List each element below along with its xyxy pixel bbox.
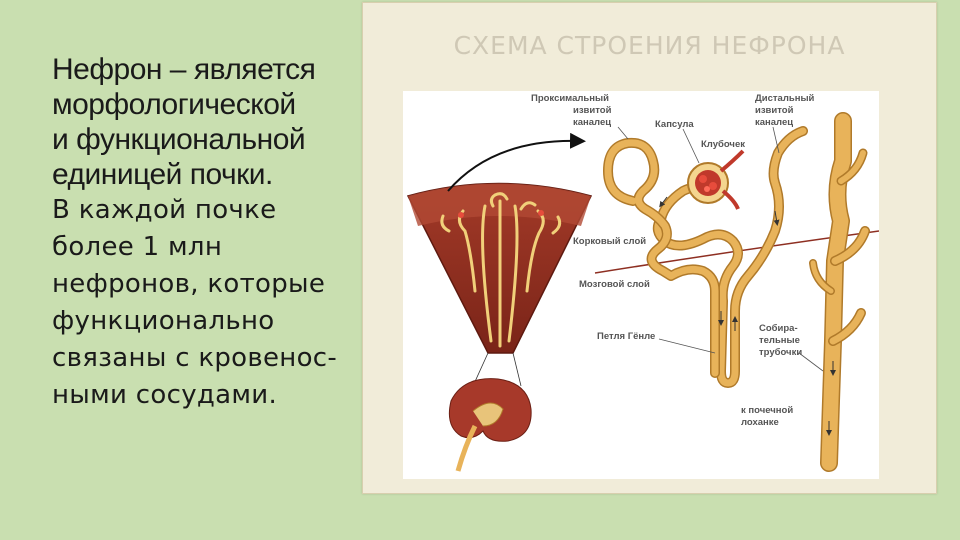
kidney-icon	[449, 379, 531, 471]
label-distal-3: каналец	[755, 117, 793, 128]
detail-line-3: нефронов, которые	[52, 266, 352, 303]
nephron-diagram: Проксимальный извитой каналец Капсула Кл…	[403, 91, 879, 479]
flow-arrows	[661, 197, 833, 433]
detail-line-5: связаны с кровенос-	[52, 340, 352, 377]
label-pelvis-1: к почечной	[741, 405, 793, 416]
label-loop: Петля Гёнле	[597, 331, 655, 342]
label-cortex: Корковый слой	[573, 236, 646, 247]
detail-line-4: функционально	[52, 303, 352, 340]
label-proximal-2: извитой	[573, 105, 612, 116]
definition-line-1: Нефрон – является	[52, 52, 352, 87]
label-pelvis-2: лоханке	[741, 417, 779, 428]
definition-line-2: морфологической	[52, 87, 352, 122]
label-collecting-3: трубочки	[759, 347, 802, 358]
nephron-tubule	[608, 121, 865, 463]
detail-line-2: более 1 млн	[52, 229, 352, 266]
label-glomerulus: Клубочек	[701, 139, 745, 150]
label-collecting-1: Собира-	[759, 323, 798, 334]
glomerulus-capsule	[688, 151, 743, 209]
label-capsule: Капсула	[655, 119, 694, 130]
detail-line-1: В каждой почке	[52, 192, 352, 229]
detail-line-6: ными сосудами.	[52, 377, 352, 414]
label-distal-2: извитой	[755, 105, 794, 116]
definition-line-4: единицей почки.	[52, 157, 352, 192]
label-proximal-1: Проксимальный	[531, 93, 609, 104]
nephron-figure: Проксимальный извитой каналец Капсула Кл…	[403, 91, 879, 479]
label-distal-1: Дистальный	[755, 93, 815, 104]
panel-title: СХЕМА СТРОЕНИЯ НЕФРОНА	[363, 31, 936, 60]
description-text: Нефрон – является морфологической и функ…	[52, 52, 352, 414]
label-medulla: Мозговой слой	[579, 279, 650, 290]
definition-line-3: и функциональной	[52, 122, 352, 157]
label-proximal-3: каналец	[573, 117, 611, 128]
label-collecting-2: тельные	[759, 335, 800, 346]
